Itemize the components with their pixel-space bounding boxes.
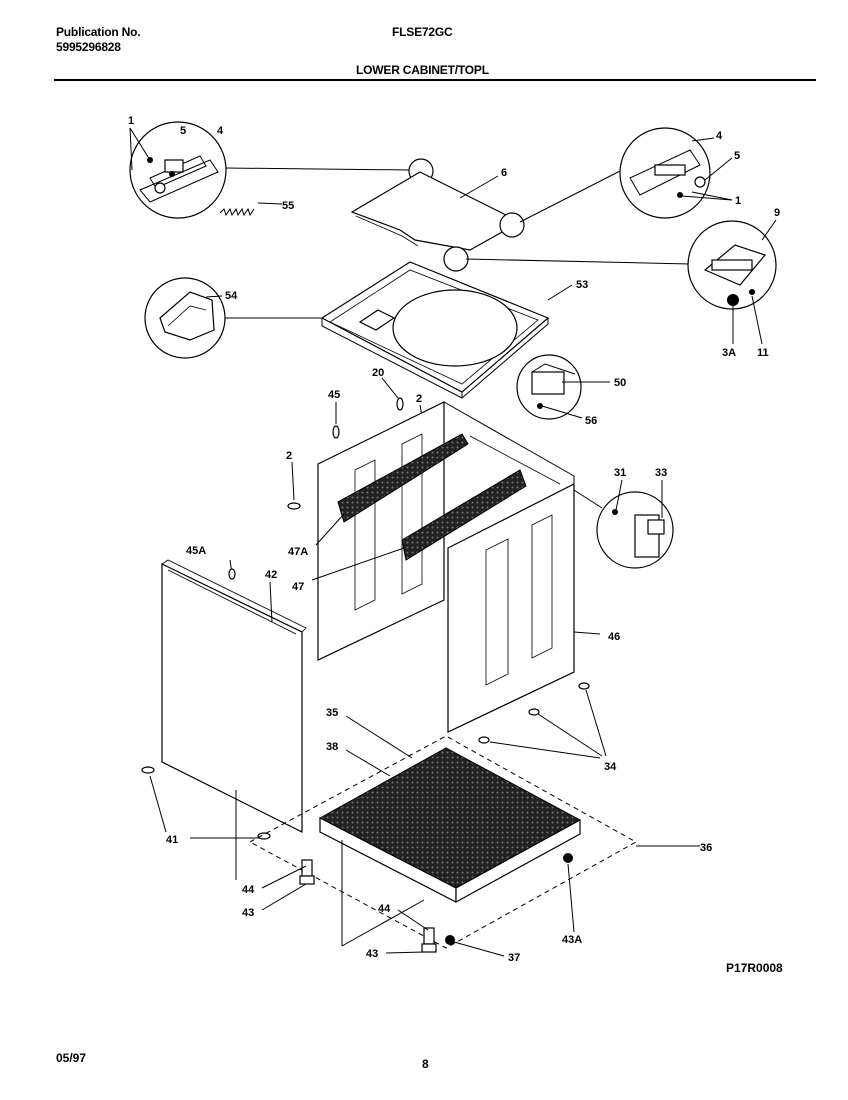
hinge-mount-detail: [687, 220, 777, 310]
callout-42: 42: [265, 569, 277, 581]
base-mesh-part-38: [318, 747, 582, 904]
callout-5: 5: [180, 125, 186, 137]
screw-part-2: [287, 461, 301, 510]
screws-part-34: [478, 682, 607, 759]
callout-20: 20: [372, 367, 384, 379]
screw-part-41: [141, 766, 167, 833]
callout-41: 41: [166, 834, 178, 846]
callout-33: 33: [655, 467, 667, 479]
callout-6: 6: [501, 167, 507, 179]
callout-46: 46: [608, 631, 620, 643]
callout-4: 4: [716, 130, 723, 142]
mesh-strip-part-47: [401, 469, 527, 561]
callout-36: 36: [700, 842, 712, 854]
callout-43: 43: [242, 907, 254, 919]
callout-47a: 47A: [288, 546, 308, 558]
screw-part-20: [381, 377, 404, 411]
figure-code: P17R0008: [726, 961, 783, 975]
callout-34: 34: [604, 761, 617, 773]
callout-54: 54: [225, 290, 238, 302]
callout-45: 45: [328, 389, 340, 401]
callout-35: 35: [326, 707, 338, 719]
footer-date: 05/97: [56, 1051, 87, 1065]
callout-2: 2: [286, 450, 292, 462]
callout-44: 44: [242, 884, 255, 896]
page-number: 8: [422, 1057, 429, 1071]
callout-45a: 45A: [186, 545, 206, 557]
callout-44: 44: [378, 903, 391, 915]
switch-detail-31-33: [596, 491, 674, 569]
leveling-leg-front: [421, 927, 455, 953]
callout-1: 1: [128, 115, 134, 127]
top-panel-part-53: [320, 261, 550, 399]
callout-31: 31: [614, 467, 626, 479]
callout-43a: 43A: [562, 934, 582, 946]
callout-50: 50: [614, 377, 626, 389]
screw-part-45: [332, 402, 340, 439]
hinge-detail-left: [129, 121, 227, 219]
callout-53: 53: [576, 279, 588, 291]
spring-part-55: [219, 207, 255, 217]
latch-detail-50: [516, 354, 582, 420]
callout-37: 37: [508, 952, 520, 964]
callout-38: 38: [326, 741, 338, 753]
leveling-leg-left: [299, 859, 315, 885]
callout-1: 1: [735, 195, 741, 207]
front-panel-part-42: [161, 559, 307, 833]
bracket-detail-54: [144, 277, 226, 359]
callout-9: 9: [774, 207, 780, 219]
callout-47: 47: [292, 581, 304, 593]
callout-labels: 1 5 4 6 55 4 5 1 9 3A 11 54 53 20 45 2 5…: [128, 115, 780, 964]
lid-part-6: [350, 171, 522, 251]
callout-56: 56: [585, 415, 597, 427]
section-title: LOWER CABINET/TOPL: [356, 63, 489, 77]
model-number: FLSE72GC: [392, 25, 453, 39]
publication-label: Publication No.: [56, 25, 141, 39]
mesh-strip-part-47a: [337, 433, 469, 523]
hinge-detail-right: [619, 127, 711, 219]
base-outline-36: [248, 735, 638, 949]
right-side-panel-part-46: [443, 401, 575, 733]
callout-4: 4: [217, 125, 224, 137]
callout-11: 11: [757, 347, 769, 359]
callout-3a: 3A: [722, 347, 736, 359]
callout-5: 5: [734, 150, 740, 162]
callout-2: 2: [416, 393, 422, 405]
callout-43: 43: [366, 948, 378, 960]
header-rule: [54, 79, 816, 81]
publication-number: 5995296828: [56, 40, 121, 54]
callout-55: 55: [282, 200, 294, 212]
